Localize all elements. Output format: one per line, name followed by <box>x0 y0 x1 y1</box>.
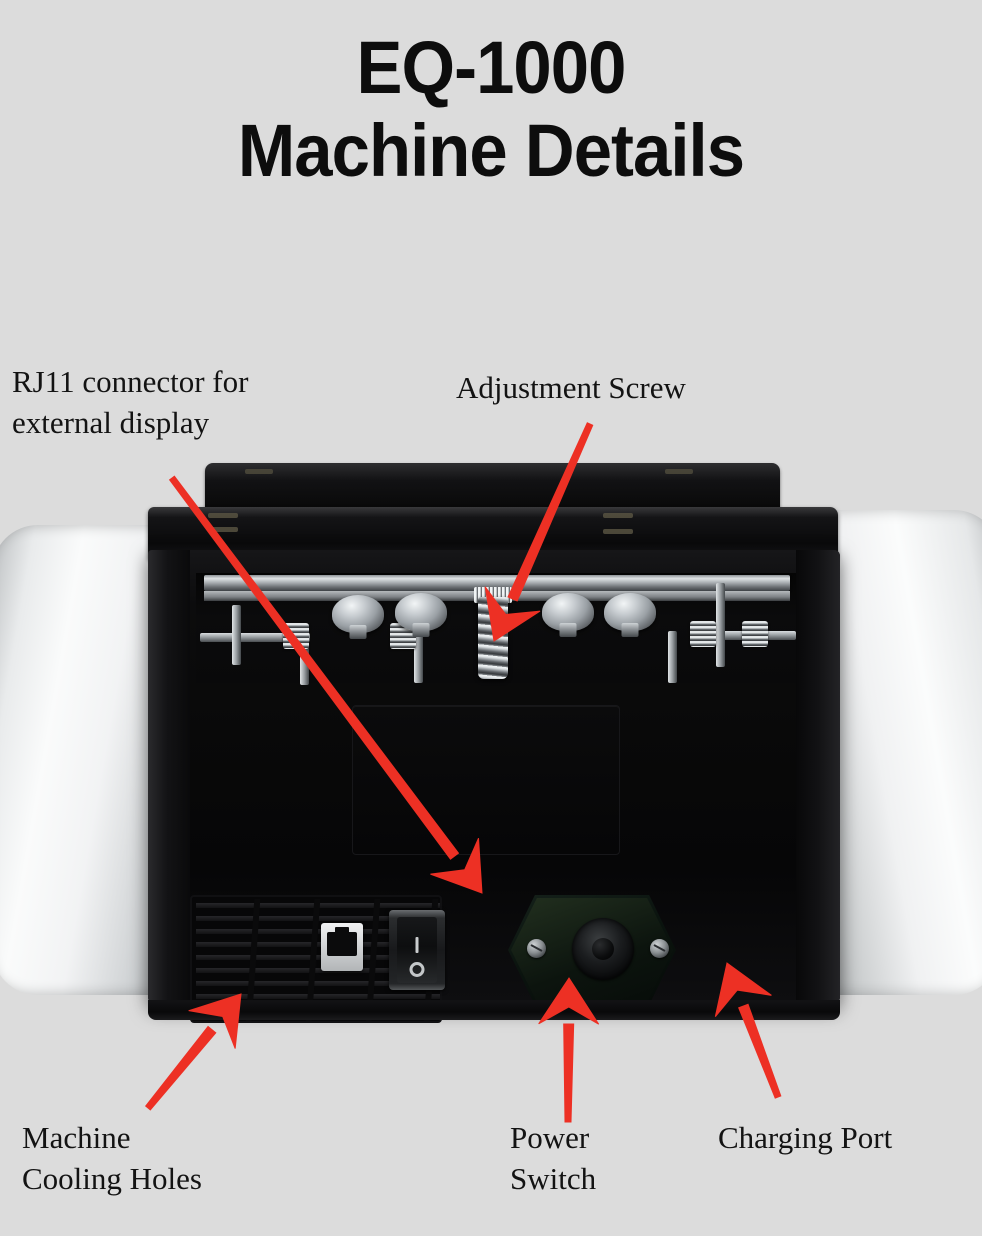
callout-label-cooling-holes: Machine Cooling Holes <box>22 1120 202 1196</box>
title-line-subtitle: Machine Details <box>237 109 745 193</box>
rail-spring <box>742 621 768 647</box>
callout-label-charging-port: Charging Port <box>718 1120 893 1155</box>
rail-post <box>716 583 725 667</box>
power-on-mark-icon <box>415 937 419 953</box>
callout-label-rj11: RJ11 connector for external display <box>12 364 249 440</box>
dome-screw <box>395 593 447 631</box>
rail-spring <box>690 621 716 647</box>
side-panel-right-icon <box>820 510 982 995</box>
machine-product-photo <box>0 455 982 1055</box>
dome-screw <box>604 593 656 631</box>
machine-body-left-bevel <box>148 550 190 1005</box>
power-switch-rocker[interactable] <box>397 917 437 983</box>
body-inset-panel <box>352 705 620 855</box>
machine-body-right-bevel <box>796 550 840 1005</box>
dome-screw <box>332 595 384 633</box>
callout-label-power-switch: Power Switch <box>510 1120 597 1196</box>
rj11-cavity <box>327 927 357 956</box>
rail-post <box>232 605 241 665</box>
power-switch[interactable] <box>389 910 445 990</box>
dome-screw <box>542 593 594 631</box>
title-line-model: EQ-1000 <box>356 26 627 109</box>
callout-label-adjustment-screw: Adjustment Screw <box>456 370 686 405</box>
rj11-port[interactable] <box>321 923 363 971</box>
adjustment-screw[interactable] <box>478 597 508 679</box>
machine-base-strip <box>148 1000 840 1020</box>
power-off-mark-icon <box>409 962 425 977</box>
rail-post <box>668 631 677 683</box>
page-title: EQ-1000 Machine Details <box>0 30 982 189</box>
plate-screw <box>650 939 669 958</box>
rail-spring <box>283 623 309 649</box>
plate-screw <box>527 939 546 958</box>
charging-jack[interactable] <box>572 918 634 980</box>
charging-jack-pin <box>592 938 614 960</box>
